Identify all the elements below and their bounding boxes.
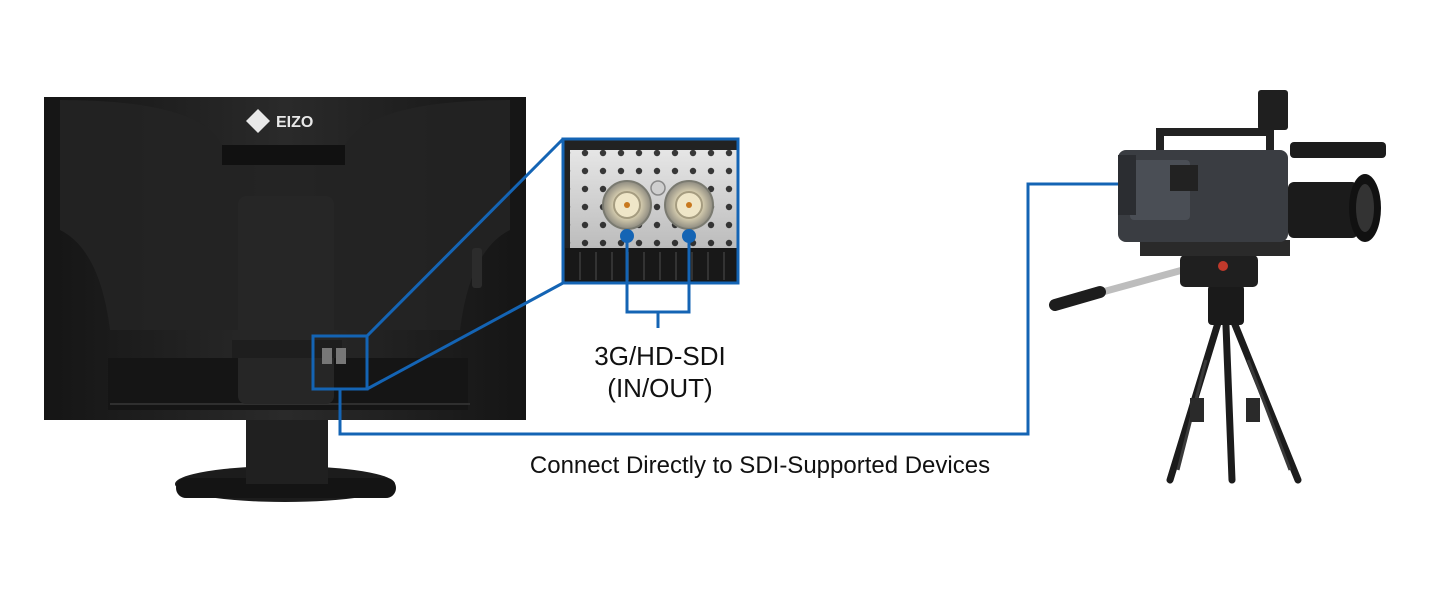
zoom-line-top	[365, 137, 565, 338]
monitor-brand: EIZO	[276, 114, 313, 131]
camera-lens	[1288, 182, 1358, 238]
bnc-connector-out	[664, 180, 714, 230]
port-bracket	[625, 236, 691, 328]
monitor-stand-column	[238, 196, 334, 404]
sdi-cable-line	[338, 182, 1118, 436]
diagram-caption: Connect Directly to SDI-Supported Device…	[529, 452, 991, 479]
sdi-port-label-line1: 3G/HD-SDI	[594, 341, 726, 371]
bnc-connector-in	[602, 180, 652, 230]
sdi-port-label: 3G/HD-SDI (IN/OUT)	[560, 340, 760, 404]
port-closeup	[561, 137, 740, 328]
monitor-rear: EIZO	[44, 97, 526, 502]
camera-tripod	[1049, 90, 1386, 484]
zoom-line-bottom	[366, 281, 564, 391]
eizo-logo: EIZO	[246, 109, 313, 133]
sdi-port-label-line2: (IN/OUT)	[607, 373, 713, 403]
